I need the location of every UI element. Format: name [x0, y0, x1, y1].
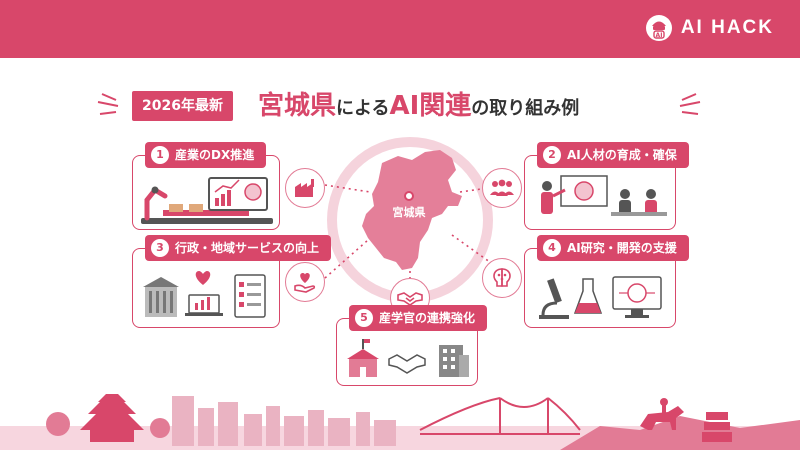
- card-4-number: 4: [543, 239, 561, 257]
- heart-hand-icon: [294, 273, 316, 293]
- handshake-icon: [397, 292, 423, 306]
- card-1-label: 1 産業のDX推進: [145, 142, 267, 168]
- card-5-number: 5: [355, 309, 373, 327]
- miyagi-map-shape: [362, 150, 462, 270]
- header-bar: AI AI HACK: [0, 0, 800, 58]
- robot-logo-icon: AI: [645, 15, 672, 41]
- card-1-title: 産業のDX推進: [175, 148, 255, 162]
- collaboration-illustration: [347, 339, 469, 377]
- card-3-title: 行政・地域サービスの向上: [175, 241, 320, 255]
- brand-name: AI HACK: [680, 17, 774, 38]
- capital-marker: [404, 191, 414, 201]
- title-ai: AI: [389, 91, 420, 121]
- year-badge: 2026年最新: [132, 91, 233, 121]
- card-5-title: 産学官の連携強化: [379, 311, 476, 325]
- card-4-title: AI研究・開発の支援: [567, 241, 677, 255]
- card-5-label: 5 産学官の連携強化: [349, 305, 488, 331]
- tree-left: [46, 412, 70, 436]
- page-title: 2026年最新 宮城県によるAI関連の取り組み例: [0, 86, 800, 126]
- connector-1: [324, 184, 371, 193]
- map-label: 宮城県: [393, 205, 426, 219]
- card-ai-research[interactable]: 4 AI研究・開発の支援: [524, 235, 689, 328]
- research-illustration: [539, 276, 662, 319]
- factory-icon: [295, 179, 314, 197]
- title-part1: による: [336, 98, 390, 119]
- card-3-label: 3 行政・地域サービスの向上: [145, 235, 332, 261]
- title-text: 宮城県によるAI関連の取り組み例: [258, 86, 579, 126]
- government-illustration: [143, 271, 266, 318]
- title-deco-right: [679, 93, 701, 115]
- card-2-title: AI人材の育成・確保: [567, 148, 677, 162]
- card-collaboration[interactable]: 5 産学官の連携強化: [336, 305, 488, 386]
- brand-logo[interactable]: AI AI HACK: [645, 14, 774, 42]
- brain-circle: [482, 258, 522, 298]
- skyline-illustration: [0, 394, 800, 450]
- card-3-number: 3: [151, 239, 169, 257]
- robot-arm-factory-illustration: [141, 177, 273, 224]
- factory-circle: [285, 168, 325, 208]
- card-ai-talent[interactable]: 2 AI人材の育成・確保: [524, 142, 689, 230]
- card-1-number: 1: [151, 146, 169, 164]
- horse-statue-illustration: [640, 398, 684, 430]
- card-industry-dx[interactable]: 1 産業のDX推進: [132, 142, 280, 230]
- bridge-illustration: [419, 397, 581, 435]
- title-part2: の取り組み例: [471, 98, 580, 119]
- card-public-services[interactable]: 3 行政・地域サービスの向上: [132, 235, 332, 328]
- brain-circuit-icon: [493, 268, 511, 287]
- people-icon: [490, 179, 514, 196]
- city-buildings: [172, 396, 396, 446]
- connector-4: [451, 234, 495, 266]
- card-2-number: 2: [543, 146, 561, 164]
- training-illustration: [541, 175, 667, 216]
- title-deco-left: [97, 93, 119, 115]
- title-prefecture: 宮城県: [258, 91, 337, 121]
- logo-ai-text: AI: [655, 32, 662, 39]
- castle-illustration: [80, 394, 144, 442]
- title-kanren: 関連: [419, 91, 472, 121]
- card-4-label: 4 AI研究・開発の支援: [537, 235, 689, 261]
- heart-hand-circle: [285, 262, 325, 302]
- pagoda-illustration: [702, 412, 732, 442]
- card-2-label: 2 AI人材の育成・確保: [537, 142, 689, 168]
- tree-right: [150, 418, 170, 438]
- people-circle: [482, 168, 522, 208]
- hills-illustration: [560, 416, 800, 450]
